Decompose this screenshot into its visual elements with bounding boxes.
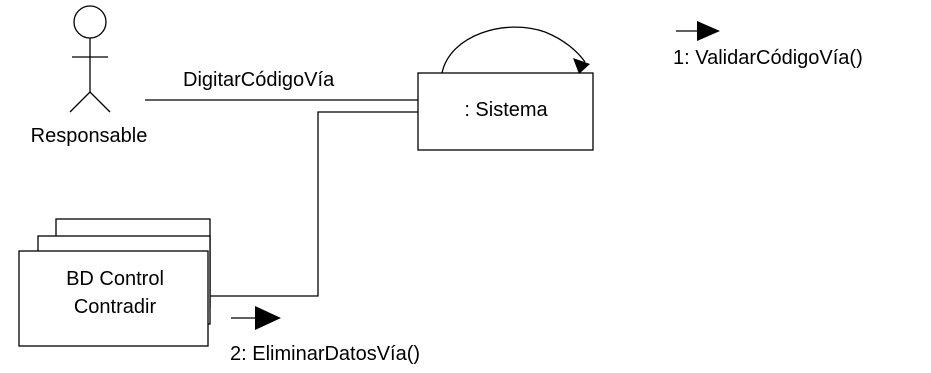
database-label-line2: Contradir <box>74 296 157 318</box>
message-1-arrowhead <box>697 21 720 41</box>
actor-name: Responsable <box>31 125 148 147</box>
actor-left-leg <box>69 91 91 113</box>
link-actor-system-label: DigitarCódigoVía <box>183 69 335 91</box>
system-label: : Sistema <box>464 99 548 121</box>
system-object: : Sistema <box>417 72 594 151</box>
message-1-label: 1: ValidarCódigoVía() <box>673 47 863 69</box>
database-label-line1: BD Control <box>66 268 164 290</box>
actor-head <box>73 5 107 39</box>
message-2-arrowhead <box>255 306 281 330</box>
database-front-box <box>18 250 209 347</box>
self-message-arrowhead <box>573 58 590 74</box>
self-message-arc <box>441 26 586 74</box>
database-multiobject: BD Control Contradir <box>18 218 211 347</box>
actor-responsable: Responsable <box>31 5 148 147</box>
system-box <box>417 72 594 151</box>
message-2: 2: EliminarDatosVía() <box>230 306 420 365</box>
actor-right-leg <box>89 91 111 113</box>
message-1: 1: ValidarCódigoVía() <box>673 21 863 69</box>
link-system-database <box>208 111 418 297</box>
message-2-label: 2: EliminarDatosVía() <box>230 343 420 365</box>
